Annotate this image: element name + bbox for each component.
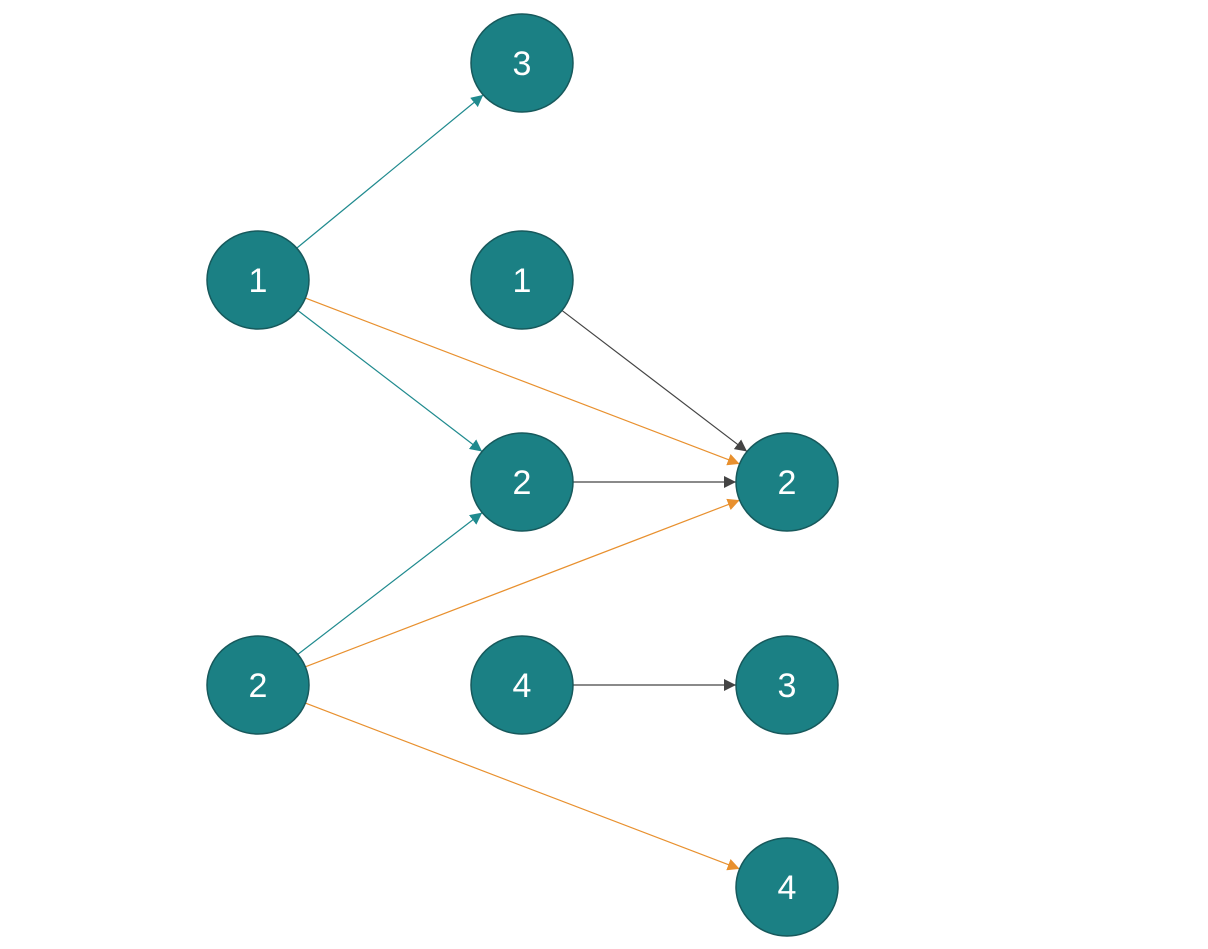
edge-d-to-g bbox=[561, 309, 748, 453]
node-label: 2 bbox=[513, 464, 532, 502]
edge-a-to-e bbox=[297, 310, 483, 452]
node-circle bbox=[470, 635, 574, 735]
edge-b-to-g bbox=[305, 498, 740, 668]
nodes-layer: 1 2 3 1 2 4 2 3 4 bbox=[206, 13, 839, 937]
node-label: 1 bbox=[513, 262, 532, 300]
node-c: 3 bbox=[470, 13, 574, 113]
node-label: 3 bbox=[778, 667, 797, 705]
node-label: 2 bbox=[778, 464, 797, 502]
node-a: 1 bbox=[206, 230, 310, 330]
node-circle bbox=[470, 432, 574, 532]
edge-b-to-i bbox=[305, 702, 740, 871]
node-circle bbox=[470, 13, 574, 113]
node-b: 2 bbox=[206, 635, 310, 735]
node-g: 2 bbox=[735, 432, 839, 532]
node-circle bbox=[206, 230, 310, 330]
node-label: 2 bbox=[249, 667, 268, 705]
node-label: 4 bbox=[778, 869, 797, 907]
node-h: 3 bbox=[735, 635, 839, 735]
node-d: 1 bbox=[470, 230, 574, 330]
node-label: 4 bbox=[513, 667, 532, 705]
node-circle bbox=[735, 635, 839, 735]
edge-a-to-g bbox=[305, 297, 740, 466]
edges-layer bbox=[296, 94, 748, 871]
node-i: 4 bbox=[735, 837, 839, 937]
node-e: 2 bbox=[470, 432, 574, 532]
node-circle bbox=[735, 837, 839, 937]
node-circle bbox=[206, 635, 310, 735]
node-label: 3 bbox=[513, 45, 532, 83]
node-f: 4 bbox=[470, 635, 574, 735]
edge-a-to-c bbox=[296, 94, 484, 249]
node-label: 1 bbox=[249, 262, 268, 300]
node-circle bbox=[735, 432, 839, 532]
edge-b-to-e bbox=[297, 512, 483, 655]
node-circle bbox=[470, 230, 574, 330]
